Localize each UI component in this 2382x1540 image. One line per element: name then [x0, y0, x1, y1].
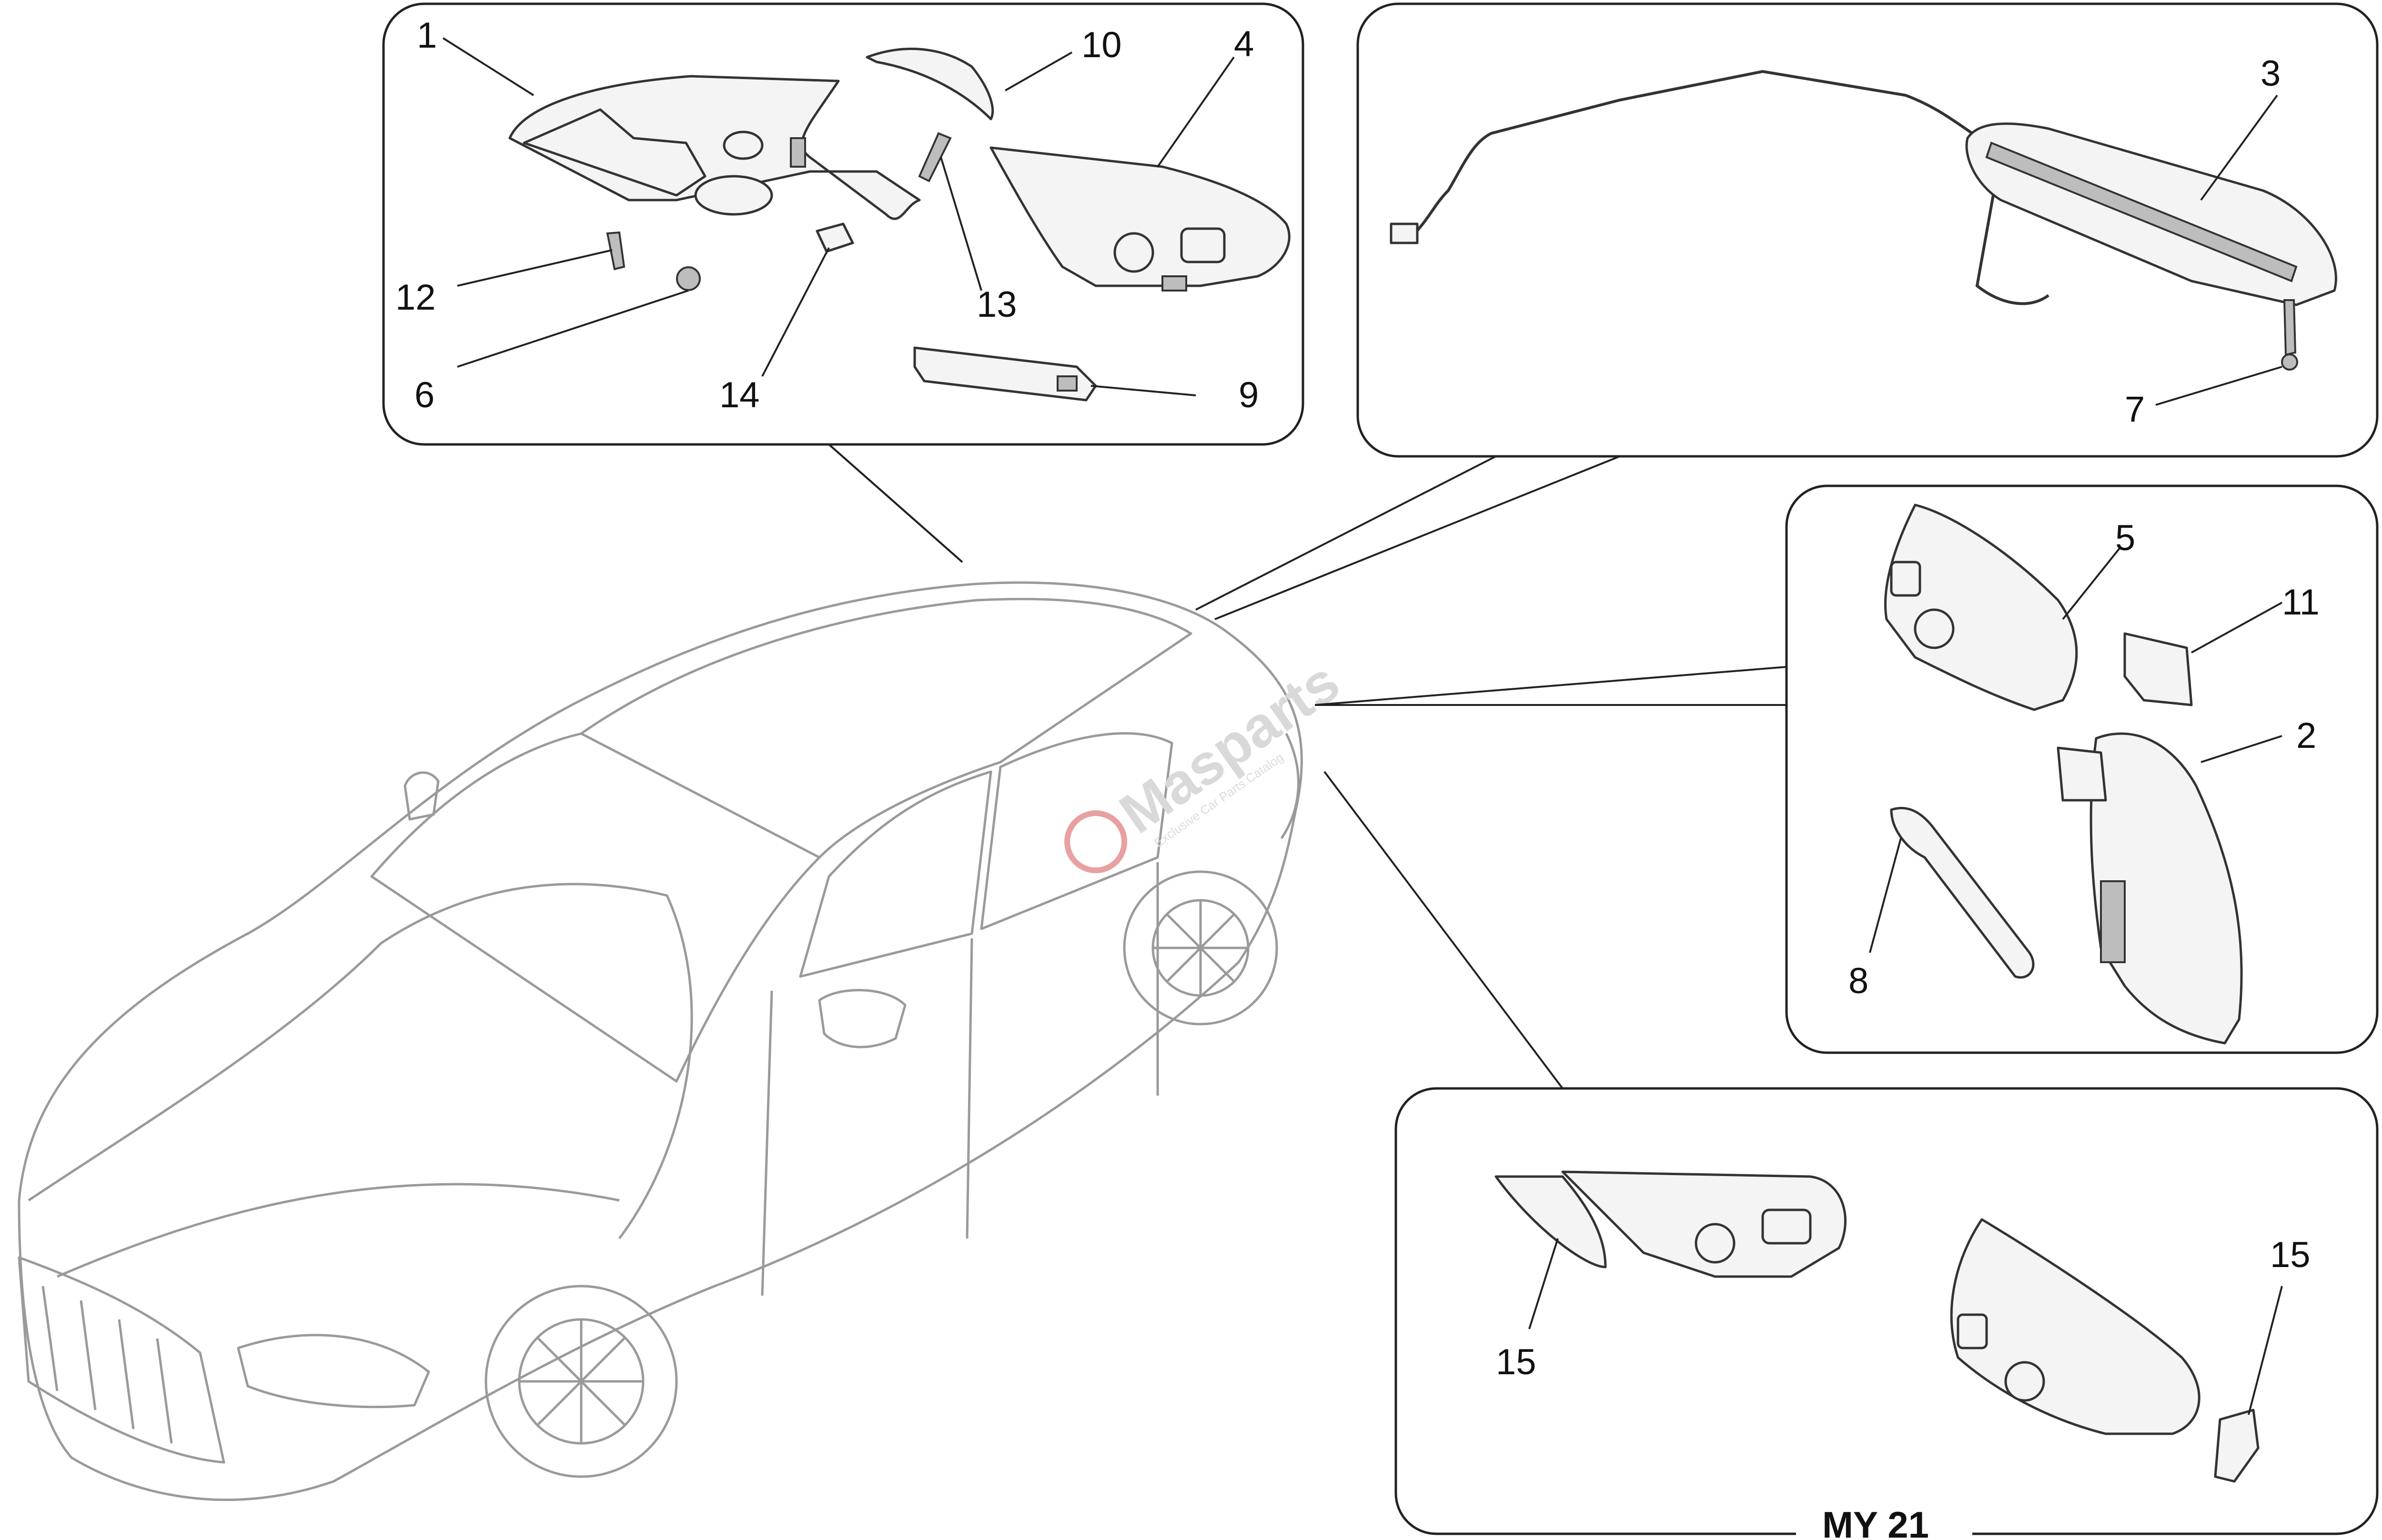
callout-1: 1: [417, 15, 437, 56]
inner-tail-lamp: [2089, 732, 2243, 1045]
watermark-logo-icon: [1064, 810, 1128, 874]
callout-9: 9: [1239, 375, 1259, 415]
callout-3: 3: [2261, 53, 2281, 94]
my21-lamp-gasket-right: [2214, 1409, 2260, 1483]
callout-12: 12: [395, 277, 436, 318]
reflector-strip: [1890, 806, 2035, 979]
panel-rear-lamp-inner: 1 10 4 12 13 6 14 9: [382, 2, 1304, 563]
model-year-caption: MY 21: [1822, 1504, 1929, 1540]
callout-5: 5: [2115, 518, 2135, 558]
callout-10: 10: [1081, 25, 1122, 65]
callout-13: 13: [977, 284, 1017, 325]
callout-8: 8: [1848, 961, 1868, 1001]
panel-tail-lamps: 5 11 2 8: [1314, 484, 2379, 1054]
watermark-brand: Masparts: [1109, 649, 1351, 845]
callout-15-right: 15: [2270, 1235, 2311, 1275]
brake-light-screw: [2283, 299, 2297, 356]
callout-7: 7: [2125, 389, 2145, 430]
callout-15-left: 15: [1496, 1342, 1536, 1382]
callout-11: 11: [2282, 582, 2320, 623]
car-illustration: [18, 581, 1303, 1501]
callout-4: 4: [1234, 24, 1254, 64]
outer-tail-lamp: [1884, 503, 2078, 711]
my21-tail-lamp-left: [1561, 1170, 1847, 1278]
panel-my21-variant: 15 15 MY 21: [1323, 771, 2379, 1540]
my21-lamp-gasket-left: [1494, 1175, 1607, 1268]
lamp-bulb: [816, 222, 854, 253]
watermark: Masparts Exclusive Car Parts Catalog: [1064, 649, 1351, 874]
callout-6: 6: [414, 375, 434, 415]
callout-2: 2: [2296, 715, 2316, 756]
panel-third-brake-light: 3 7: [1195, 2, 2379, 620]
license-plate-lamp-bar: [913, 346, 1097, 402]
callout-14: 14: [719, 375, 760, 415]
lamp-trim-strip: [866, 48, 994, 121]
rear-lamp-housing: [508, 75, 921, 220]
lamp-cover-cap: [2123, 632, 2193, 706]
brake-light-wire-harness: [1409, 70, 2049, 305]
